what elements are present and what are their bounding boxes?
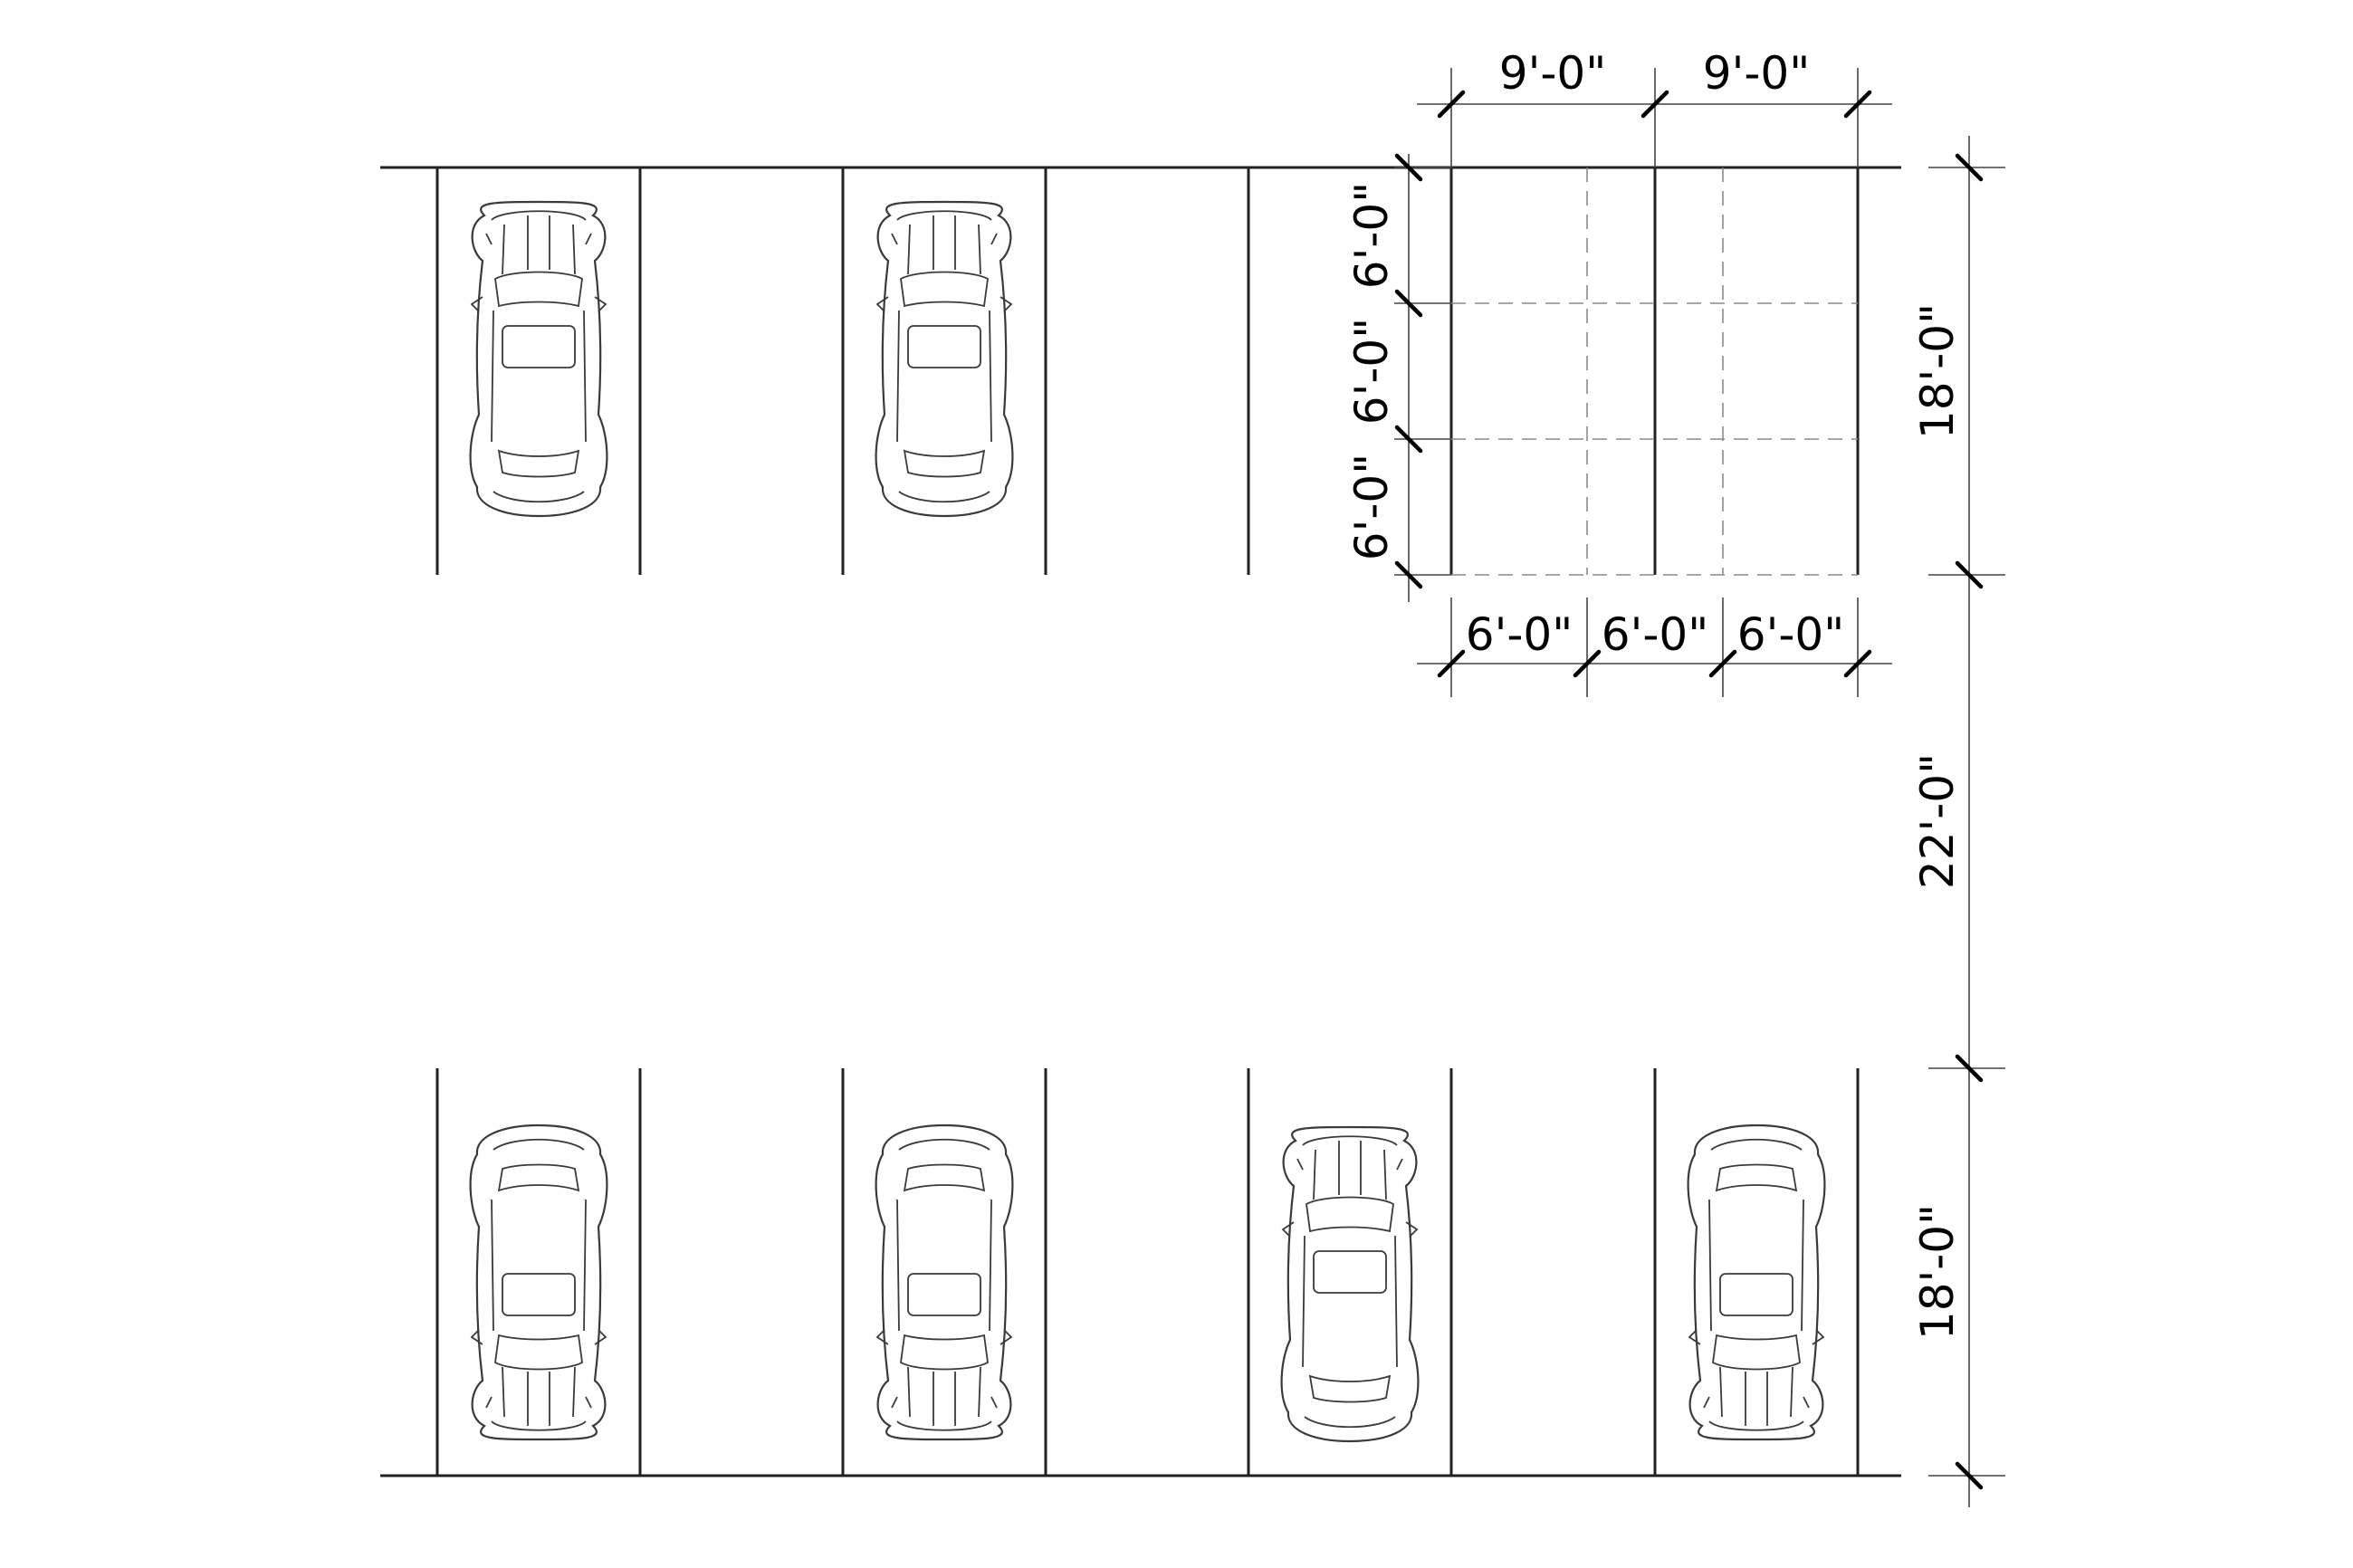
- top-dimension-line: 9'-0" 9'-0": [1417, 47, 1892, 167]
- dim-right-aisle: 22'-0": [1911, 753, 1964, 889]
- car-icon: [875, 1123, 1014, 1441]
- car-icon: [1280, 1125, 1420, 1443]
- bottom-grid-dimension-line: 6'-0" 6'-0" 6'-0": [1417, 598, 1892, 697]
- car-icon: [1687, 1123, 1826, 1441]
- car-icon: [469, 200, 608, 518]
- dim-left-2: 6'-0": [1345, 318, 1398, 425]
- dim-left-3: 6'-0": [1345, 454, 1398, 560]
- car-icon: [469, 1123, 608, 1441]
- dim-left-1: 6'-0": [1345, 182, 1398, 289]
- car-icon: [875, 200, 1014, 518]
- dim-right-top: 18'-0": [1911, 303, 1964, 439]
- dim-bottom-2: 6'-0": [1602, 608, 1708, 661]
- dim-right-bottom: 18'-0": [1911, 1204, 1964, 1340]
- right-dimension-line: 18'-0" 22'-0" 18'-0": [1911, 136, 2005, 1507]
- dim-top-2: 9'-0": [1703, 47, 1810, 100]
- dim-bottom-3: 6'-0": [1737, 608, 1844, 661]
- dim-top-1: 9'-0": [1499, 47, 1606, 100]
- left-dimension-line: 6'-0" 6'-0" 6'-0": [1345, 153, 1451, 602]
- dim-bottom-1: 6'-0": [1466, 608, 1573, 661]
